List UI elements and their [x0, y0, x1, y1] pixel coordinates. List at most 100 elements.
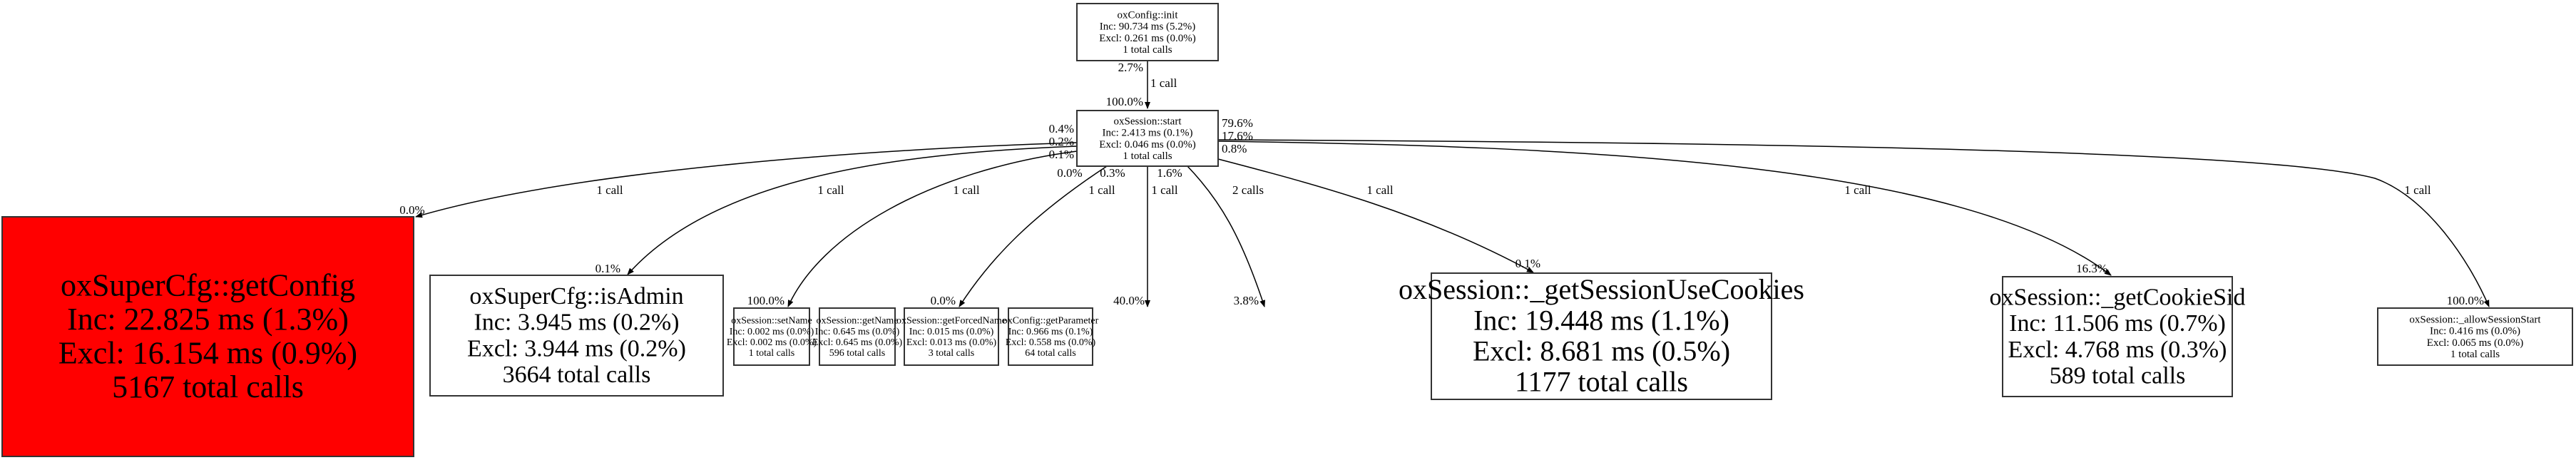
node-total-calls: 64 total calls: [1025, 348, 1076, 359]
edge-head-percent: 100.0%: [2447, 294, 2484, 307]
edge-call-count: 1 call: [953, 183, 980, 197]
edge-head-percent: 0.0%: [399, 203, 424, 217]
node-exclusive-time: Excl: 0.645 ms (0.0%): [812, 337, 903, 348]
edge-call-count: 1 call: [817, 183, 844, 197]
node-inclusive-time: Inc: 2.413 ms (0.1%): [1102, 128, 1192, 139]
node-total-calls: 1 total calls: [749, 348, 795, 359]
node-inclusive-time: Inc: 0.416 ms (0.0%): [2430, 326, 2520, 337]
edge-head-percent: 16.3%: [2076, 262, 2107, 275]
node-inclusive-time: Inc: 3.945 ms (0.2%): [474, 310, 679, 336]
node-total-calls: 589 total calls: [2050, 363, 2186, 389]
edge-head-percent: 0.1%: [596, 262, 620, 275]
edge-call-count: 1 call: [1151, 183, 1178, 197]
edge-tail-percent: 79.6%: [1222, 116, 1253, 130]
node-exclusive-time: Excl: 0.558 ms (0.0%): [1006, 337, 1096, 348]
call-edge-getConfig: 1 call 0.4% 0.0%: [399, 122, 1078, 218]
node-exclusive-time: Excl: 3.944 ms (0.2%): [467, 335, 686, 362]
edge-line: [415, 142, 1078, 218]
node-inclusive-time: Inc: 90.734 ms (5.2%): [1100, 21, 1196, 33]
edge-tail-percent: 0.2%: [1049, 135, 1074, 148]
edge-call-count: 1 call: [2404, 183, 2431, 197]
node-function-name: oxSession::setName: [731, 316, 812, 327]
edge-tail-percent: 0.1%: [1049, 148, 1074, 161]
call-edge-allowStart: 1 call 17.6% 100.0%: [1217, 129, 2490, 307]
call-edge-cookieSid: 1 call 79.6% 16.3%: [1217, 116, 2112, 276]
node-exclusive-time: Excl: 0.046 ms (0.0%): [1099, 139, 1195, 150]
edge-line: [627, 145, 1078, 275]
node-box: [2377, 307, 2573, 366]
node-inclusive-time: Inc: 0.015 ms (0.0%): [909, 327, 994, 337]
edge-tail-percent: 0.3%: [1100, 166, 1125, 180]
edge-line: [1217, 140, 2112, 276]
edge-head-percent: 100.0%: [747, 294, 784, 307]
node-total-calls: 1 total calls: [1123, 150, 1172, 162]
edge-call-count: 1 call: [596, 183, 623, 197]
node-total-calls: 3664 total calls: [503, 362, 651, 388]
edge-call-count: 1 call: [1366, 183, 1394, 197]
node-exclusive-time: Excl: 4.768 ms (0.3%): [2008, 337, 2227, 363]
node-inclusive-time: Inc: 0.645 ms (0.0%): [815, 327, 900, 337]
edge-head-percent: 0.1%: [1516, 257, 1540, 270]
node-box: [429, 275, 724, 397]
node-inclusive-time: Inc: 11.506 ms (0.7%): [2009, 310, 2226, 337]
node-exclusive-time: Excl: 8.681 ms (0.5%): [1473, 335, 1730, 367]
edge-head-percent: 3.8%: [1234, 294, 1259, 307]
node-inclusive-time: Inc: 22.825 ms (1.3%): [67, 302, 349, 337]
node-box: [1008, 307, 1093, 366]
node-inclusive-time: Inc: 19.448 ms (1.1%): [1473, 304, 1729, 336]
node-box: [1, 216, 414, 457]
node-function-name: oxSession::getName: [816, 316, 898, 327]
edge-call-count: 1 call: [1088, 183, 1115, 197]
edge-line: [1217, 158, 1534, 273]
node-function-name: oxConfig::init: [1117, 9, 1178, 21]
node-inclusive-time: Inc: 0.002 ms (0.0%): [730, 327, 814, 337]
edge-head-percent: 40.0%: [1113, 294, 1145, 307]
node-exclusive-time: Excl: 0.013 ms (0.0%): [906, 337, 997, 348]
edge-head-percent: 0.0%: [931, 294, 956, 307]
edge-line: [1217, 139, 2490, 307]
edge-call-count: 2 calls: [1232, 183, 1264, 197]
node-total-calls: 1 total calls: [2450, 349, 2500, 360]
edge-line: [959, 165, 1108, 307]
node-function-name: oxSuperCfg::getConfig: [61, 267, 355, 302]
call-edge-getForcedName: 1 call 0.3% 40.0%: [1100, 166, 1178, 307]
edge-call-count: 1 call: [1150, 76, 1177, 90]
node-function-name: oxSession::start: [1113, 116, 1182, 127]
node-exclusive-time: Excl: 0.261 ms (0.0%): [1099, 33, 1195, 44]
node-inclusive-time: Inc: 0.966 ms (0.1%): [1008, 327, 1093, 337]
edge-tail-percent: 0.4%: [1049, 122, 1074, 136]
node-total-calls: 5167 total calls: [112, 369, 304, 404]
node-box: [819, 307, 896, 366]
node-total-calls: 596 total calls: [829, 348, 886, 359]
edge-tail-percent: 17.6%: [1222, 129, 1253, 143]
node-box: [733, 307, 810, 366]
node-box: [1431, 272, 1772, 400]
node-box: [2002, 276, 2233, 397]
node-function-name: oxSession::_getCookieSid: [1990, 284, 2246, 310]
node-total-calls: 1177 total calls: [1515, 366, 1688, 398]
node-total-calls: 1 total calls: [1123, 44, 1172, 56]
node-function-name: oxSuperCfg::isAdmin: [469, 283, 683, 310]
call-edge-setName: 1 call 0.1% 100.0%: [747, 148, 1078, 307]
edge-tail-percent: 2.7%: [1118, 61, 1143, 74]
node-exclusive-time: Excl: 0.002 ms (0.0%): [727, 337, 817, 348]
node-total-calls: 3 total calls: [929, 348, 975, 359]
edge-line: [1187, 165, 1265, 307]
node-function-name: oxConfig::getParameter: [1003, 316, 1099, 327]
